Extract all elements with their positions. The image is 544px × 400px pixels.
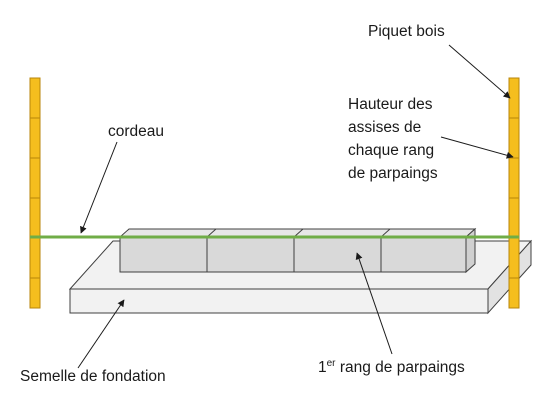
label-rang-text: rang de parpaings (335, 359, 465, 376)
piquet-bois-right (508, 77, 520, 309)
arrow-cordeau (80, 141, 118, 234)
label-rang-number: 1 (318, 359, 327, 376)
arrow-hauteur (440, 136, 514, 159)
label-hauteur-line-2: assises de (348, 119, 422, 136)
label-hauteur-assises: Hauteur des assises de chaque rang de pa… (348, 93, 438, 185)
parpaings-row (118, 227, 477, 274)
arrow-rang (355, 252, 393, 355)
arrow-piquet (448, 44, 511, 99)
label-cordeau: cordeau (108, 123, 165, 140)
parpaing-1 (119, 236, 208, 273)
arrow-semelle (77, 299, 125, 369)
label-hauteur-line-4: de parpaings (348, 165, 438, 182)
parpaing-3 (293, 236, 382, 273)
label-hauteur-line-3: chaque rang (348, 142, 435, 159)
label-rang-sup: er (326, 358, 336, 369)
parpaing-2 (206, 236, 295, 273)
label-hauteur-line-1: Hauteur des (348, 96, 433, 113)
label-piquet-bois: Piquet bois (368, 23, 445, 40)
label-premier-rang: 1er rang de parpaings (318, 356, 465, 379)
label-semelle-fondation: Semelle de fondation (20, 368, 166, 385)
piquet-bois-left (29, 77, 41, 309)
parpaing-4 (380, 236, 467, 273)
